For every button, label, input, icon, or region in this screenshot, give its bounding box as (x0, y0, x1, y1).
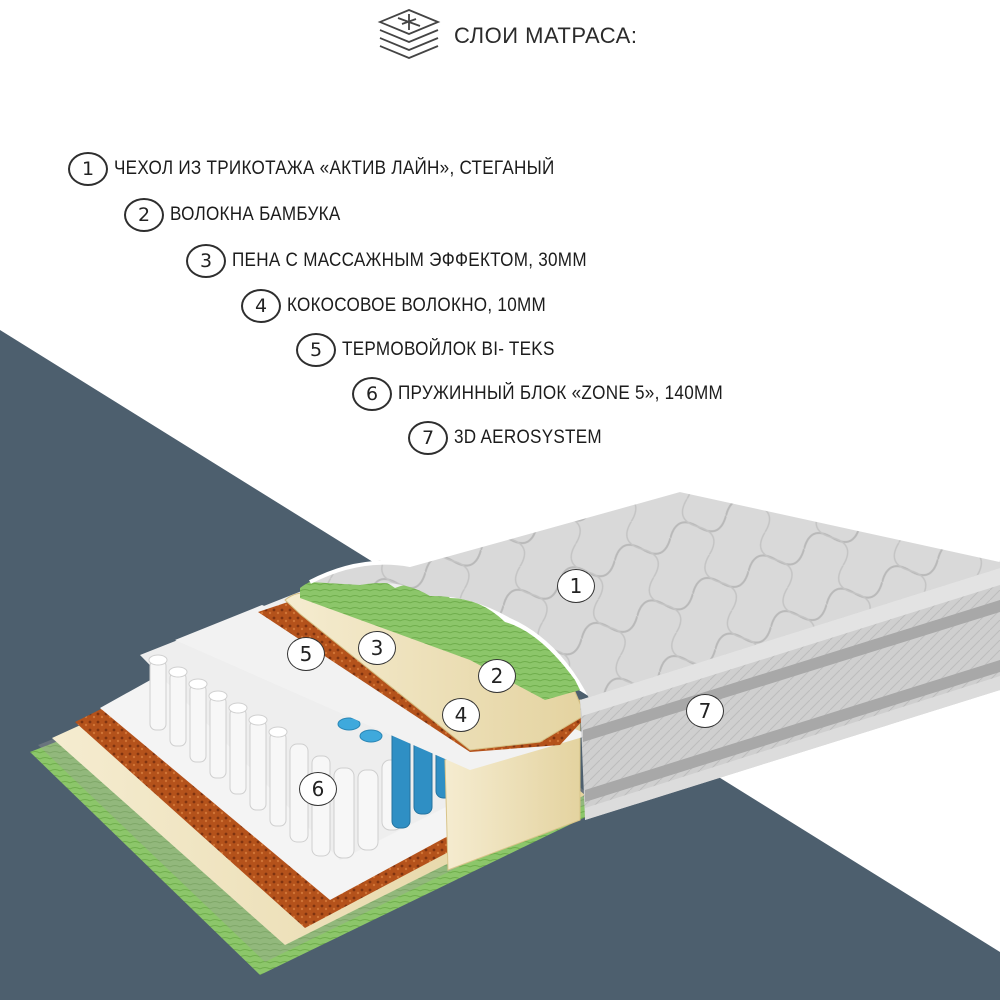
layer-item-7: 7 3D AEROSYSTEM (408, 421, 618, 455)
number-badge: 3 (186, 244, 226, 278)
callout-1: 1 (557, 569, 595, 603)
layer-label: ЧЕХОЛ ИЗ ТРИКОТАЖА «АКТИВ ЛАЙН», СТЕГАНЫ… (114, 158, 555, 179)
callout-2: 2 (478, 659, 516, 693)
callout-5: 5 (287, 637, 325, 671)
number-badge: 2 (124, 198, 164, 232)
header: СЛОИ МАТРАСА: (376, 8, 637, 64)
layer-item-4: 4 КОКОСОВОЕ ВОЛОКНО, 10ММ (241, 289, 575, 323)
callout-4: 4 (442, 698, 480, 732)
layer-label: ПЕНА С МАССАЖНЫМ ЭФФЕКТОМ, 30ММ (232, 250, 587, 271)
mattress-side-panel (580, 568, 1000, 820)
layers-icon (376, 6, 442, 67)
layer-item-6: 6 ПРУЖИННЫЙ БЛОК «ZONE 5», 140ММ (352, 377, 759, 411)
layer-label: ТЕРМОВОЙЛОК BI- TEKS (342, 339, 555, 360)
number-badge: 6 (352, 377, 392, 411)
layer-label: ВОЛОКНА БАМБУКА (170, 204, 341, 225)
layer-label: 3D AEROSYSTEM (454, 427, 602, 448)
layer-label: КОКОСОВОЕ ВОЛОКНО, 10ММ (287, 295, 547, 316)
number-badge: 7 (408, 421, 448, 455)
page-title: СЛОИ МАТРАСА: (454, 23, 638, 48)
number-badge: 4 (241, 289, 281, 323)
layer-item-2: 2 ВОЛОКНА БАМБУКА (124, 198, 360, 232)
callout-6: 6 (299, 772, 337, 806)
layer-item-3: 3 ПЕНА С МАССАЖНЫМ ЭФФЕКТОМ, 30ММ (186, 244, 626, 278)
layer-item-1: 1 ЧЕХОЛ ИЗ ТРИКОТАЖА «АКТИВ ЛАЙН», СТЕГА… (68, 152, 604, 186)
number-badge: 1 (68, 152, 108, 186)
quilted-cover-top (310, 490, 1000, 700)
layer-item-5: 5 ТЕРМОВОЙЛОК BI- TEKS (296, 333, 578, 367)
layer-label: ПРУЖИННЫЙ БЛОК «ZONE 5», 140ММ (398, 383, 724, 404)
callout-3: 3 (358, 631, 396, 665)
number-badge: 5 (296, 333, 336, 367)
callout-7: 7 (686, 694, 724, 728)
